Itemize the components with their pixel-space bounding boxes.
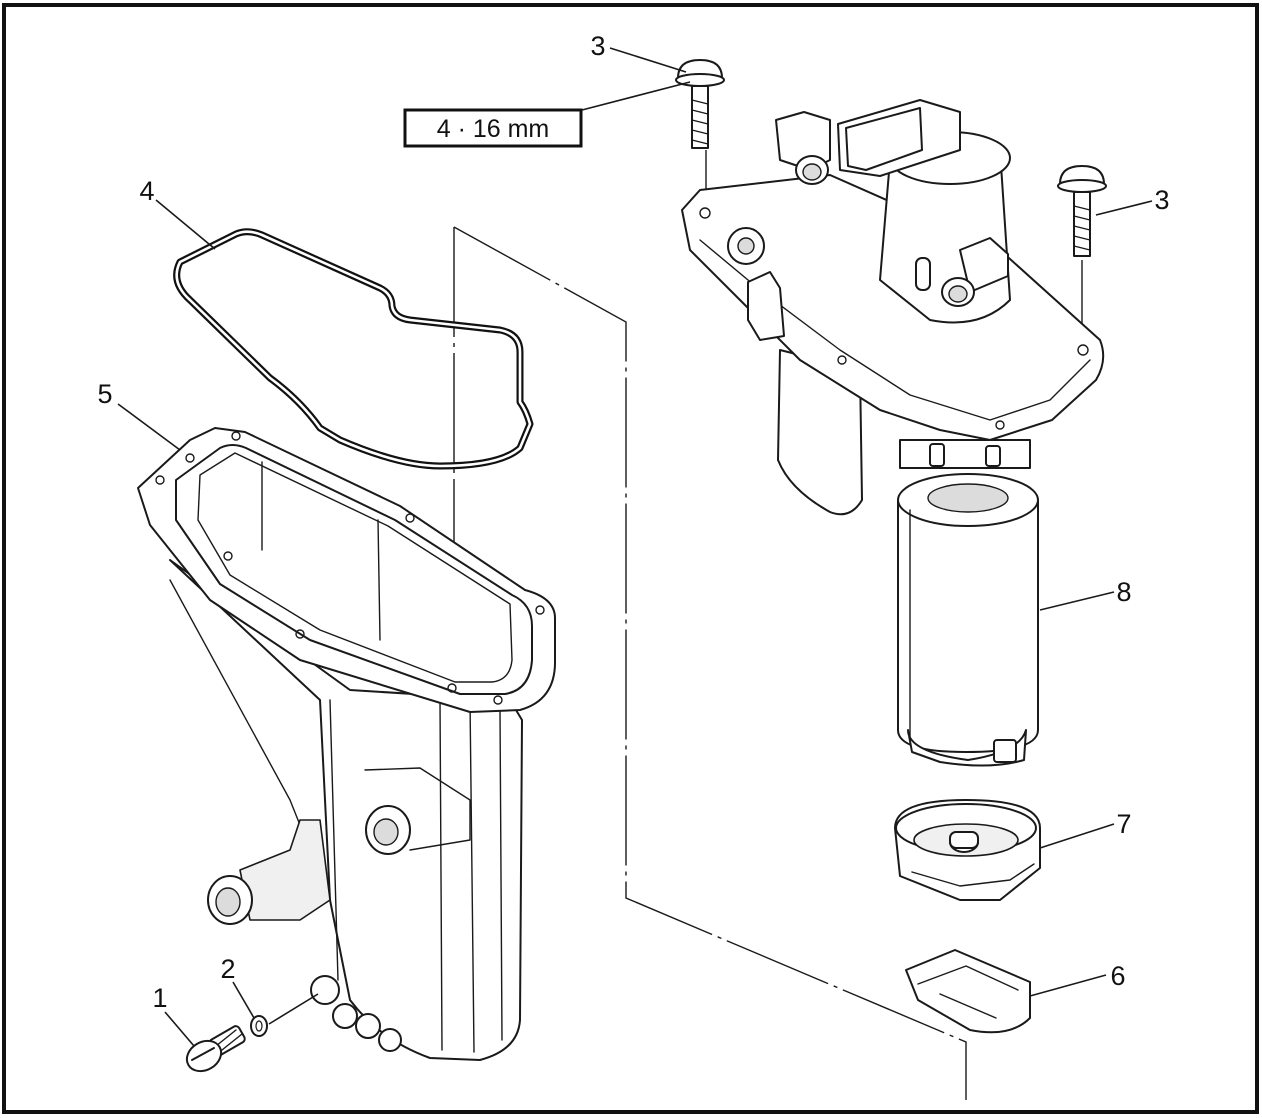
screw-part-3-left	[675, 59, 725, 149]
spec-box-text: 4 · 16 mm	[437, 115, 550, 143]
pump-module-head	[681, 99, 1105, 516]
callout-6: 6	[1110, 961, 1125, 991]
callout-3-right: 3	[1154, 185, 1169, 215]
callout-1: 1	[152, 983, 167, 1013]
drain-plug-part-1	[185, 1025, 246, 1073]
callout-8: 8	[1116, 577, 1131, 607]
leader-lines	[117, 47, 1153, 1047]
housing-part-5	[137, 427, 557, 1061]
o-ring-part-2	[250, 1015, 268, 1037]
callout-2: 2	[220, 954, 235, 984]
clip-part-6	[905, 949, 1031, 1034]
torque-spec-box: 4 · 16 mm	[403, 108, 583, 148]
callout-3-top: 3	[590, 31, 605, 61]
callout-4: 4	[139, 176, 154, 206]
callout-7: 7	[1116, 809, 1131, 839]
fuel-pump-part-8	[897, 473, 1039, 767]
screw-part-3-right	[1057, 165, 1107, 257]
filter-cup-part-7	[894, 799, 1041, 901]
callout-labels: 3 3 4 5 8 7 6 2 1	[97, 31, 1169, 1013]
callout-5: 5	[97, 379, 112, 409]
gasket-part-4	[173, 228, 534, 470]
